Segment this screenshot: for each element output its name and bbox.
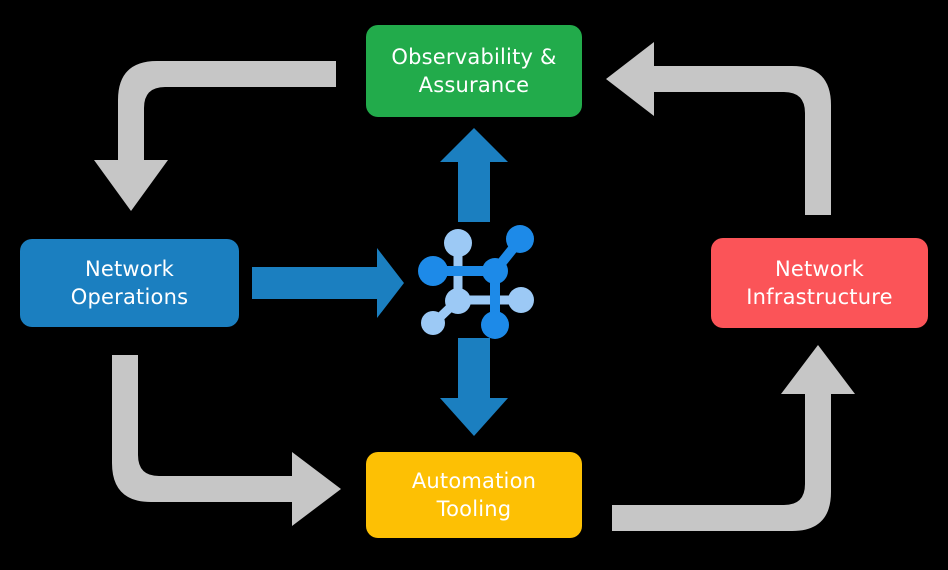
arrow-center-to-observability (440, 128, 508, 222)
arrow-network-infrastructure-to-observability (606, 42, 831, 215)
arrow-center-to-automation (440, 338, 508, 436)
node-observability-label: Observability & Assurance (391, 44, 557, 97)
node-automation-tooling-label: Automation Tooling (411, 468, 537, 521)
node-network-operations-label: Network Operations (70, 256, 189, 309)
network-topology-icon (418, 225, 534, 339)
arrow-network-operations-to-center (252, 248, 404, 318)
node-network-infrastructure-label: Network Infrastructure (746, 256, 893, 309)
node-observability-and-assurance[interactable]: Observability & Assurance (366, 25, 582, 117)
arrow-automation-to-network-infrastructure (612, 345, 855, 531)
arrow-observability-to-network-operations (94, 61, 336, 211)
node-automation-tooling[interactable]: Automation Tooling (366, 452, 582, 538)
node-network-operations[interactable]: Network Operations (20, 239, 239, 327)
node-network-infrastructure[interactable]: Network Infrastructure (711, 238, 928, 328)
arrow-network-operations-to-automation (112, 355, 341, 526)
